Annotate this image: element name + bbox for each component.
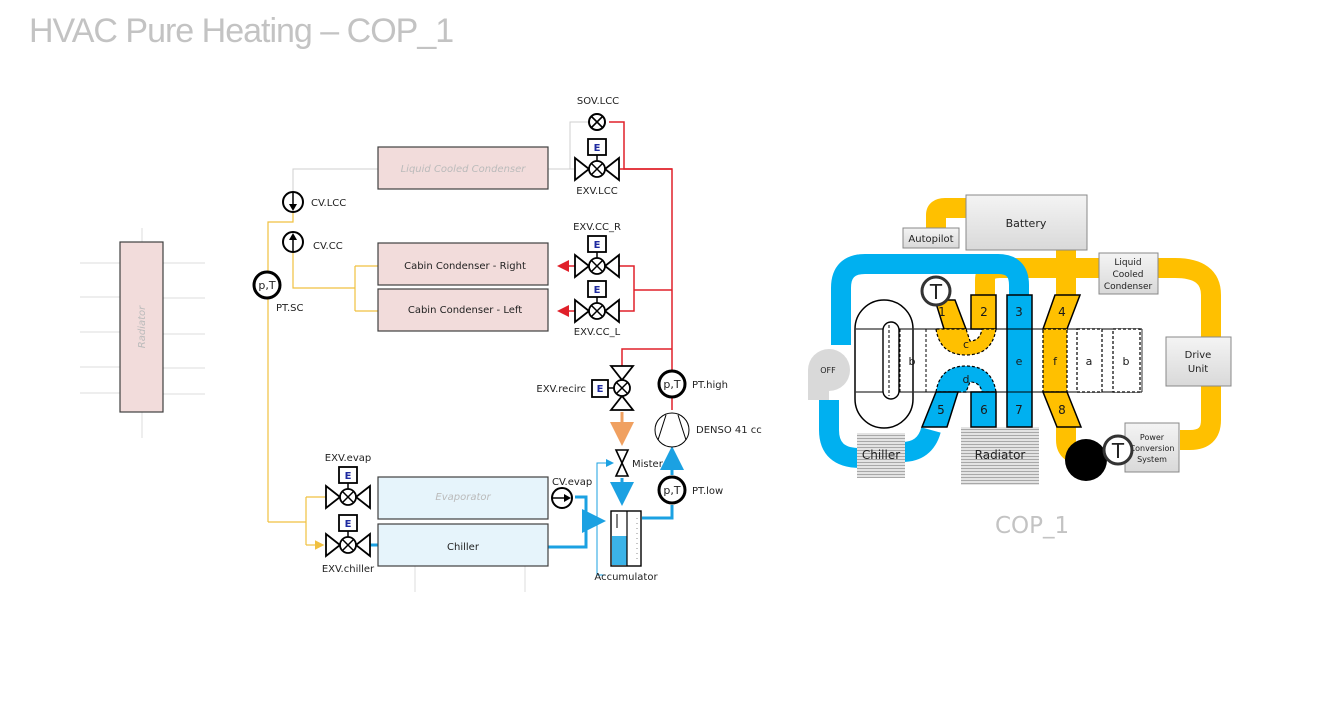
exv-cc-l-valve[interactable]: E EXV.CC_L (574, 280, 621, 338)
cabin-condenser-right: Cabin Condenser - Right (377, 242, 549, 286)
svg-text:3: 3 (1015, 305, 1023, 319)
exv-cc-r-label: EXV.CC_R (573, 222, 621, 233)
liquid-cooled-condenser: Liquid Cooled Condenser (377, 146, 549, 190)
svg-text:p,T: p,T (663, 378, 680, 391)
exv-evap-valve[interactable]: E EXV.evap (325, 453, 371, 510)
sov-lcc-label: SOV.LCC (577, 96, 619, 107)
cv-evap-label: CV.evap (552, 477, 592, 488)
svg-text:Unit: Unit (1188, 364, 1208, 375)
svg-text:2: 2 (980, 305, 988, 319)
autopilot-label: Autopilot (908, 234, 953, 245)
accumulator-label: Accumulator (594, 572, 658, 583)
svg-text:f: f (1053, 355, 1058, 368)
compressor: DENSO 41 cc (654, 412, 762, 448)
pt-sc-label: PT.SC (276, 303, 303, 314)
pt-low-label: PT.low (692, 486, 723, 497)
svg-text:E: E (594, 285, 601, 296)
cv-cc-label: CV.CC (313, 241, 343, 252)
battery-label: Battery (1006, 217, 1047, 230)
svg-text:b: b (909, 355, 916, 368)
evaporator: Evaporator (377, 476, 549, 520)
mister-label: Mister (632, 459, 664, 470)
chiller-label: Chiller (447, 542, 480, 553)
svg-text:Chiller: Chiller (862, 448, 900, 462)
pump-icon (1065, 439, 1107, 481)
exv-lcc-valve[interactable]: E EXV.LCC (574, 138, 620, 197)
sov-lcc-valve[interactable]: SOV.LCC (577, 96, 619, 131)
svg-text:Condenser: Condenser (1104, 282, 1153, 292)
svg-text:E: E (594, 143, 601, 154)
refrigerant-circuit: Radiator (80, 96, 762, 592)
drive-unit-box (1165, 336, 1232, 387)
svg-text:Radiator: Radiator (975, 448, 1026, 462)
svg-text:Conversion: Conversion (1130, 444, 1175, 453)
svg-text:E: E (345, 519, 352, 530)
cv-lcc-label: CV.LCC (311, 198, 346, 209)
svg-text:Liquid: Liquid (1114, 258, 1141, 268)
lcc-box (1098, 252, 1159, 295)
exv-cc-l-label: EXV.CC_L (574, 327, 621, 338)
chiller: Chiller (377, 523, 549, 592)
page-title: HVAC Pure Heating – COP_1 (29, 12, 454, 50)
svg-text:T: T (929, 280, 943, 304)
svg-text:d: d (963, 373, 970, 386)
mister-valve[interactable]: Mister (614, 449, 664, 477)
svg-text:6: 6 (980, 403, 988, 417)
coolant-radiator (961, 427, 1039, 485)
cabin-condenser-left: Cabin Condenser - Left (377, 288, 549, 332)
cabin-condenser-right-label: Cabin Condenser - Right (404, 261, 526, 272)
svg-text:E: E (345, 471, 352, 482)
pt-low-sensor: p,T PT.low (657, 475, 723, 505)
svg-text:Power: Power (1140, 433, 1165, 442)
svg-text:Drive: Drive (1185, 350, 1212, 361)
svg-text:Cooled: Cooled (1112, 270, 1143, 280)
exv-chiller-valve[interactable]: E EXV.chiller (322, 514, 375, 575)
evaporator-label: Evaporator (435, 492, 491, 503)
svg-text:T: T (1111, 439, 1125, 463)
pt-high-label: PT.high (692, 380, 728, 391)
svg-text:8: 8 (1058, 403, 1066, 417)
svg-text:System: System (1137, 455, 1167, 464)
svg-text:4: 4 (1058, 305, 1066, 319)
exv-recirc-valve[interactable]: E EXV.recirc (536, 365, 635, 411)
octovalve: b 1 2 c T d 5 6 3 e 7 (854, 275, 1143, 429)
svg-text:b: b (1123, 355, 1130, 368)
radiator-label: Radiator (137, 305, 148, 348)
svg-text:c: c (963, 338, 969, 351)
diagram-caption: COP_1 (995, 513, 1070, 539)
svg-text:E: E (597, 384, 604, 395)
svg-text:7: 7 (1015, 403, 1023, 417)
cv-lcc-check-valve: CV.LCC (282, 191, 346, 213)
exv-recirc-label: EXV.recirc (536, 384, 586, 395)
exv-evap-label: EXV.evap (325, 453, 371, 464)
cv-cc-check-valve: CV.CC (282, 231, 343, 253)
pt-sc-sensor: p,T PT.SC (252, 270, 303, 314)
coolant-chiller (857, 433, 905, 478)
coolant-circuit: Autopilot Battery Liquid Cooled Condense… (808, 194, 1232, 485)
pump-state-label: OFF (820, 366, 836, 375)
radiator-block: Radiator (80, 228, 205, 438)
cabin-condenser-left-label: Cabin Condenser - Left (408, 305, 522, 316)
svg-text:5: 5 (937, 403, 945, 417)
autopilot-box (902, 227, 960, 249)
svg-text:1: 1 (938, 305, 946, 319)
cv-evap-check-valve: CV.evap (551, 477, 592, 509)
svg-text:a: a (1086, 355, 1093, 368)
temp-sensor-icon (1102, 434, 1134, 466)
lcc-label: Liquid Cooled Condenser (401, 164, 527, 175)
exv-chiller-label: EXV.chiller (322, 564, 375, 575)
svg-text:p,T: p,T (663, 484, 680, 497)
pt-high-sensor: p,T PT.high (657, 369, 728, 399)
accumulator: Accumulator (594, 510, 658, 583)
exv-cc-r-valve[interactable]: E EXV.CC_R (573, 222, 621, 279)
svg-text:e: e (1016, 355, 1023, 368)
compressor-label: DENSO 41 cc (696, 425, 762, 436)
battery-box (965, 194, 1088, 251)
svg-text:E: E (594, 240, 601, 251)
svg-text:p,T: p,T (258, 279, 275, 292)
exv-lcc-label: EXV.LCC (576, 186, 617, 197)
